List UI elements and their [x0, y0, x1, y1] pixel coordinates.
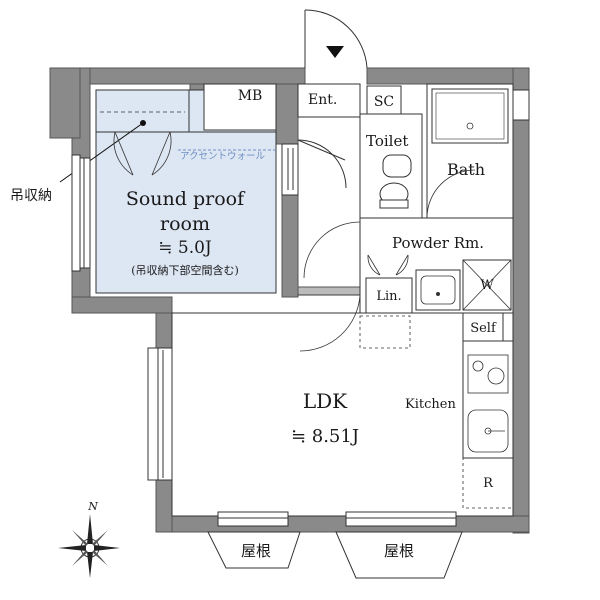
toilet-fixture [379, 154, 412, 209]
roof-left-label: 屋根 [241, 542, 271, 560]
sound-room-window [71, 154, 91, 272]
mb-area [203, 83, 277, 131]
self-label: Self [470, 321, 497, 336]
sc-label: SC [374, 94, 394, 110]
sound-room-title-1: Sound proof [126, 188, 246, 210]
bath-door [426, 169, 476, 219]
linen-closet [365, 277, 413, 314]
ldk-door [298, 294, 361, 352]
entrance-label: Ent. [308, 92, 337, 108]
washer-label: W [480, 278, 494, 293]
compass-north-label: N [87, 500, 98, 513]
entrance-door [304, 9, 368, 69]
stove-icon [467, 354, 509, 394]
bathtub [431, 88, 509, 144]
fridge-space [462, 457, 514, 509]
powder-room-label: Powder Rm. [392, 234, 484, 252]
mb-label: MB [238, 88, 263, 104]
entrance-arrow-icon [326, 46, 344, 58]
sound-room-note: (吊収納下部空間含む) [131, 263, 239, 277]
linen-label: Lin. [376, 289, 401, 304]
accent-wall-label: アクセントウォール [180, 151, 266, 162]
roof-right [335, 531, 463, 579]
ldk-area-value: ≒ 8.51J [291, 426, 359, 447]
bath-label: Bath [447, 160, 485, 179]
roof-right-label: 屋根 [384, 542, 414, 560]
ldk-left-window [147, 347, 173, 481]
sound-room-area: ≒ 5.0J [158, 238, 212, 258]
sound-room-title-2: room [160, 213, 210, 235]
closet-doors [113, 131, 172, 176]
ldk-label: LDK [303, 389, 348, 413]
hanging-storage-label: 吊収納 [10, 188, 52, 204]
toilet-label: Toilet [366, 132, 408, 150]
linen-doors [367, 254, 409, 276]
sink-icon [467, 409, 509, 453]
powder-room-door [303, 221, 361, 290]
sound-room-door [281, 139, 347, 196]
bottom-windows [217, 511, 457, 527]
roof-left [207, 531, 301, 569]
kitchen-label: Kitchen [405, 397, 456, 412]
sc-box [366, 85, 402, 115]
ldk-area [171, 312, 514, 517]
fridge-label: R [483, 476, 494, 491]
compass-icon [58, 514, 120, 578]
